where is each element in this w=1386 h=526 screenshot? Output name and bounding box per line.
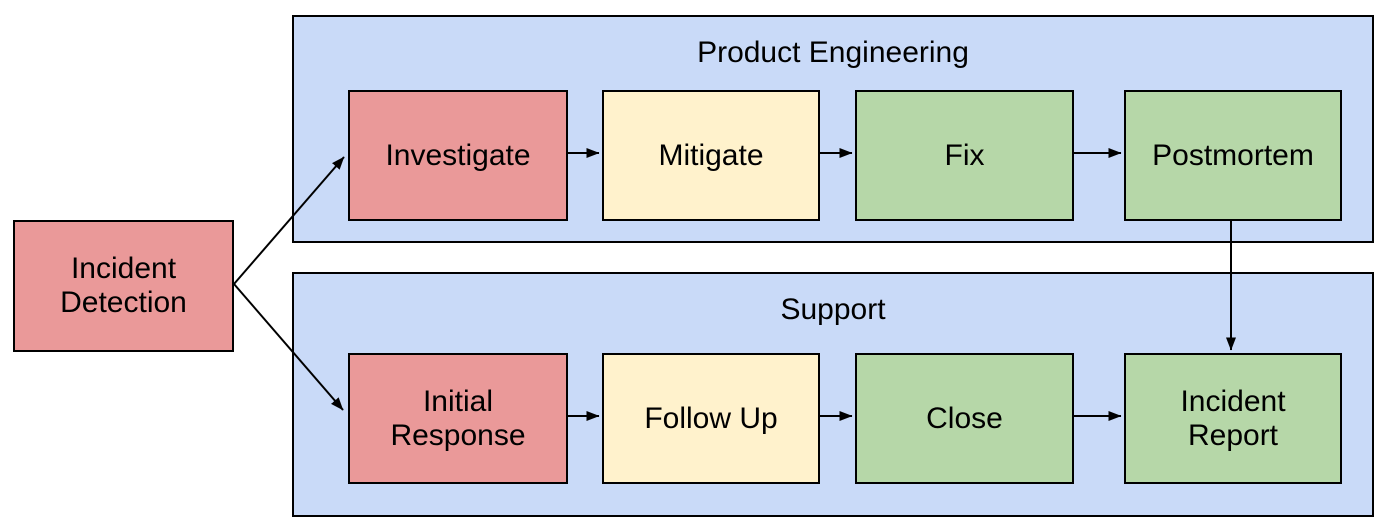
node-postmortem-label: Postmortem <box>1152 138 1314 172</box>
node-initial-response-label: Initial Response <box>390 384 526 452</box>
lane-title-product-engineering: Product Engineering <box>697 36 969 69</box>
node-investigate-label: Investigate <box>385 138 531 172</box>
node-postmortem: Postmortem <box>1124 90 1342 221</box>
node-fix-label: Fix <box>944 138 985 172</box>
node-close: Close <box>855 353 1074 484</box>
lane-product-engineering: Product Engineering Investigate Mitigate… <box>292 15 1374 243</box>
node-close-label: Close <box>926 401 1003 435</box>
node-follow-up: Follow Up <box>602 353 820 484</box>
node-mitigate: Mitigate <box>602 90 820 221</box>
node-initial-response: Initial Response <box>348 353 568 484</box>
node-mitigate-label: Mitigate <box>658 138 764 172</box>
lane-support: Support Initial Response Follow Up Close… <box>292 272 1374 517</box>
node-fix: Fix <box>855 90 1074 221</box>
lane-title-support: Support <box>780 293 886 326</box>
node-incident-detection-label: Incident Detection <box>60 252 187 319</box>
node-follow-up-label: Follow Up <box>644 401 778 435</box>
node-incident-detection: Incident Detection <box>13 220 234 352</box>
node-investigate: Investigate <box>348 90 568 221</box>
node-incident-report: Incident Report <box>1124 353 1342 484</box>
node-incident-report-label: Incident Report <box>1180 384 1286 452</box>
